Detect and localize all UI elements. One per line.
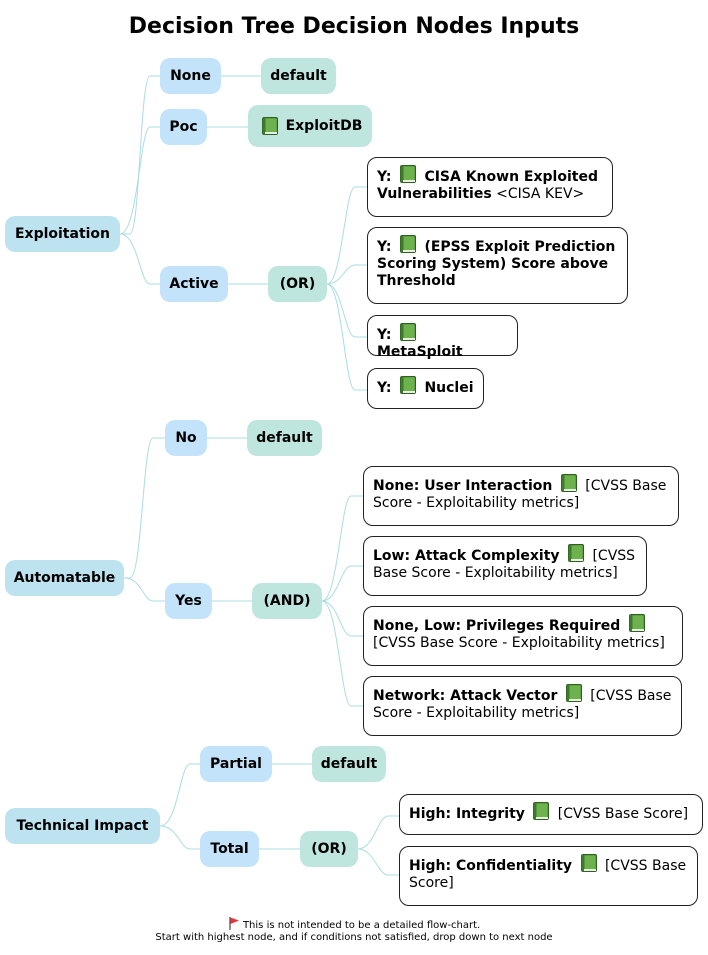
technical-impact-node: Technical Impact xyxy=(5,808,160,844)
exploitation-poc-source-node: ExploitDB xyxy=(248,105,372,147)
automatable-yes-label: Yes xyxy=(175,593,202,609)
book-icon xyxy=(559,473,579,493)
automatable-no-label: No xyxy=(175,430,197,446)
automatable-node: Automatable xyxy=(5,560,124,596)
technical-impact-total-node: Total xyxy=(200,831,259,867)
leaf-attack-complexity: Low: Attack Complexity [CVSS Base Score … xyxy=(363,536,647,596)
technical-impact-total-op: (OR) xyxy=(311,841,347,857)
automatable-no-default-label: default xyxy=(256,430,313,446)
footer-note-line1: This is not intended to be a detailed fl… xyxy=(0,916,708,932)
automatable-yes-and-node: (AND) xyxy=(252,583,322,619)
book-icon xyxy=(398,234,418,254)
exploitation-active-node: Active xyxy=(160,266,228,302)
leaf-privileges-required: None, Low: Privileges Required [CVSS Bas… xyxy=(363,606,683,666)
technical-impact-partial-default-label: default xyxy=(320,756,378,772)
exploitation-active-op: (OR) xyxy=(279,276,316,292)
leaf-user-interaction: None: User Interaction [CVSS Base Score … xyxy=(363,466,679,526)
leaf-nuclei: Y: Nuclei xyxy=(367,368,484,409)
exploitation-active-label: Active xyxy=(169,276,219,292)
exploitation-label: Exploitation xyxy=(14,226,111,242)
leaf-cisa-kev: Y: CISA Known Exploited Vulnerabilities … xyxy=(367,157,613,217)
automatable-no-node: No xyxy=(165,420,207,456)
book-icon xyxy=(627,613,647,633)
exploitdb-label: ExploitDB xyxy=(285,118,363,134)
exploitation-poc-node: Poc xyxy=(160,109,207,145)
exploitation-poc-label: Poc xyxy=(169,119,198,135)
book-icon xyxy=(564,683,584,703)
exploitation-none-label: None xyxy=(170,68,211,84)
technical-impact-partial-default-node: default xyxy=(312,746,386,782)
technical-impact-partial-label: Partial xyxy=(210,756,262,772)
book-icon xyxy=(566,543,586,563)
leaf-confidentiality: High: Confidentiality [CVSS Base Score] xyxy=(399,846,698,906)
technical-impact-total-or-node: (OR) xyxy=(300,831,358,867)
exploitation-none-default-label: default xyxy=(270,68,327,84)
book-icon xyxy=(398,375,418,395)
leaf-integrity: High: Integrity [CVSS Base Score] xyxy=(399,794,703,835)
exploitation-none-node: None xyxy=(160,58,221,94)
leaf-attack-vector: Network: Attack Vector [CVSS Base Score … xyxy=(363,676,682,736)
technical-impact-partial-node: Partial xyxy=(200,746,272,782)
automatable-no-default-node: default xyxy=(247,420,322,456)
exploitation-node: Exploitation xyxy=(5,216,120,252)
page-title: Decision Tree Decision Nodes Inputs xyxy=(128,14,580,39)
automatable-label: Automatable xyxy=(13,570,116,586)
exploitation-active-or-node: (OR) xyxy=(268,266,327,302)
book-icon xyxy=(579,853,599,873)
technical-impact-total-label: Total xyxy=(210,841,249,857)
footer-note-line2: Start with highest node, and if conditio… xyxy=(155,932,553,943)
red-flag-icon xyxy=(229,917,239,930)
book-icon xyxy=(260,116,280,136)
book-icon xyxy=(398,322,418,342)
technical-impact-label: Technical Impact xyxy=(16,818,149,834)
automatable-yes-op: (AND) xyxy=(263,593,311,609)
leaf-epss: Y: (EPSS Exploit Prediction Scoring Syst… xyxy=(367,227,628,304)
leaf-metasploit: Y: MetaSploit xyxy=(367,315,518,360)
automatable-yes-node: Yes xyxy=(165,583,212,619)
exploitation-none-default-node: default xyxy=(261,58,336,94)
book-icon xyxy=(531,801,551,821)
book-icon xyxy=(398,164,418,184)
